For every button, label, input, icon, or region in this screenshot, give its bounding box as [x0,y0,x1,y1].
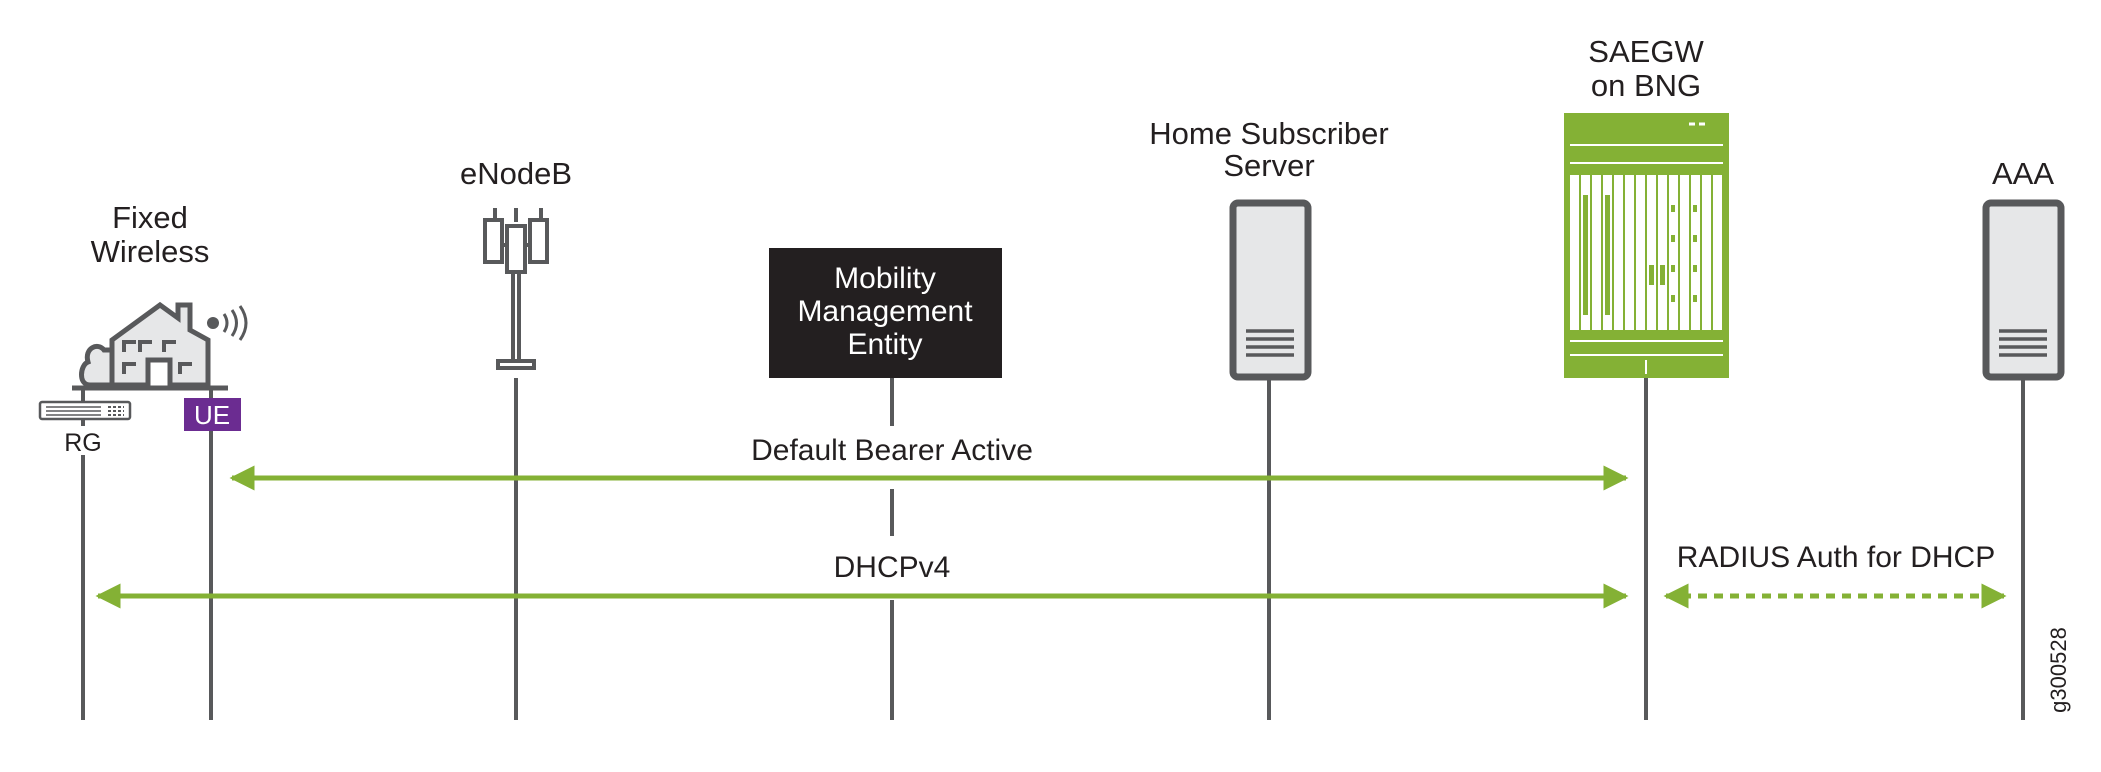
mme-label-3: Entity [847,328,922,361]
figure-id: g300528 [2046,627,2071,713]
cell-tower-icon [483,208,549,370]
mme-label-2: Management [797,295,973,328]
ue-label: UE [194,400,230,430]
aaa-label: AAA [1992,156,2054,191]
hss-server-icon [1229,199,1312,381]
chassis-router-icon [1564,113,1729,378]
mme-label-1: Mobility [834,262,936,295]
mme-box [769,248,1002,378]
saegw-label-2: on BNG [1591,68,1701,103]
message-label-dhcpv4: DHCPv4 [834,551,951,584]
fixed-wireless-label-2: Wireless [91,234,210,269]
enodeb-label: eNodeB [460,156,572,191]
hss-label-2: Server [1223,148,1314,183]
hss-label-1: Home Subscriber [1149,116,1388,151]
house-icon [72,301,248,391]
fixed-wireless-label: Fixed [112,200,188,235]
message-label-radius: RADIUS Auth for DHCP [1677,541,1995,574]
router-icon [38,400,132,421]
message-label-default-bearer: Default Bearer Active [751,434,1033,467]
ue-badge [184,398,241,431]
saegw-label-1: SAEGW [1588,34,1704,69]
rg-label: RG [64,429,102,457]
aaa-server-icon [1982,199,2065,381]
